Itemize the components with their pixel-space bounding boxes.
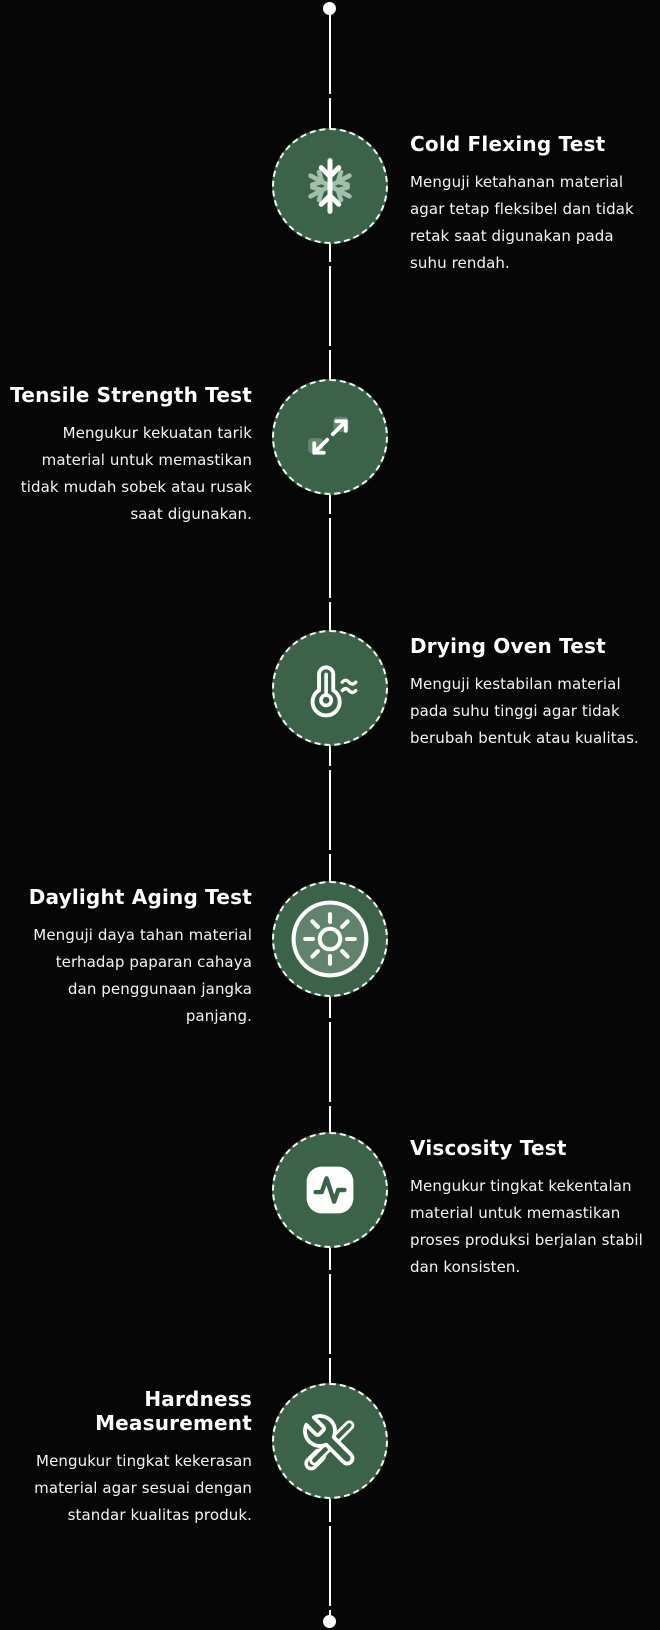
item-description: Mengukur kekuatan tarik material untuk m… (20, 424, 252, 523)
snowflake-icon (308, 158, 352, 214)
item-title: Cold Flexing Test (410, 132, 606, 156)
item-title: Drying Oven Test (410, 634, 606, 658)
timeline-node (272, 630, 388, 746)
timeline-end-dot (323, 1615, 336, 1628)
timeline-axis-line (329, 14, 331, 1615)
timeline-item-cold-flexing: Cold Flexing Test Menguji ketahanan mate… (0, 128, 660, 272)
timeline-node (272, 128, 388, 244)
item-description: Menguji kestabilan material pada suhu ti… (410, 675, 639, 747)
item-title: Tensile Strength Test (10, 383, 252, 407)
timeline-item-drying-oven: Drying Oven Test Menguji kestabilan mate… (0, 630, 660, 747)
expand-arrows-icon (308, 416, 349, 455)
tools-icon (303, 1414, 355, 1471)
timeline-item-viscosity: Viscosity Test Mengukur tingkat kekental… (0, 1132, 660, 1276)
timeline-node (272, 379, 388, 495)
item-description: Mengukur tingkat kekerasan material agar… (34, 1452, 252, 1524)
timeline-node (272, 881, 388, 997)
item-title: Viscosity Test (410, 1136, 567, 1160)
pulse-icon (306, 1166, 354, 1214)
timeline-item-daylight-aging: Daylight Aging Test Menguji daya tahan m… (0, 881, 660, 1025)
sun-icon (291, 900, 369, 978)
timeline-start-dot (323, 2, 336, 15)
timeline-item-tensile-strength: Tensile Strength Test Mengukur kekuatan … (0, 379, 660, 523)
item-title: Hardness Measurement (95, 1387, 252, 1435)
item-title: Daylight Aging Test (28, 885, 252, 909)
timeline-item-hardness: Hardness Measurement Mengukur tingkat ke… (0, 1383, 660, 1524)
timeline-node (272, 1383, 388, 1499)
item-description: Menguji daya tahan material terhadap pap… (33, 926, 252, 1025)
thermometer-icon (310, 665, 358, 718)
item-description: Menguji ketahanan material agar tetap fl… (410, 173, 634, 272)
timeline-node (272, 1132, 388, 1248)
item-description: Mengukur tingkat kekentalan material unt… (410, 1177, 643, 1276)
